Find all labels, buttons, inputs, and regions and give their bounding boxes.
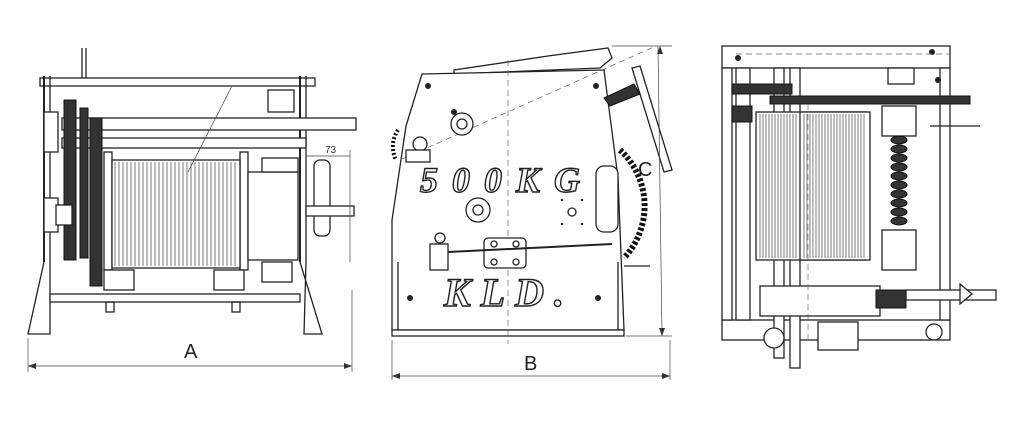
stencil-capacity: 500KG — [420, 160, 594, 200]
drum-rope-hatching — [114, 162, 236, 266]
spring-coil — [890, 135, 908, 226]
view-a-side: 73 A — [27, 48, 357, 372]
view-b-front: 500KG KLD. C B — [390, 45, 673, 380]
stencil-brand: KLD. — [443, 270, 574, 315]
dim-73-label: 73 — [325, 145, 337, 156]
dim-c-label: C — [638, 159, 652, 181]
view-b-label: B — [524, 353, 537, 375]
drum-top-hatching-2 — [803, 114, 865, 258]
view-a-label: A — [184, 341, 198, 363]
view-c-top — [721, 45, 997, 369]
drum-top-hatching — [759, 114, 797, 258]
